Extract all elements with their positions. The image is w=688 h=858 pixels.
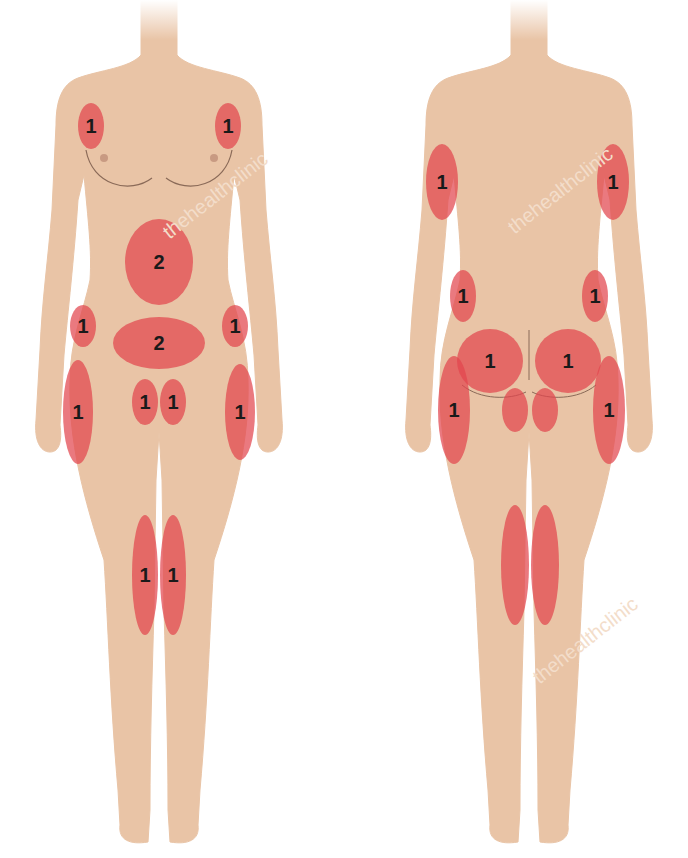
fat-zone: 1: [160, 515, 186, 635]
callout-number: 1: [139, 565, 150, 585]
callout-number: 2: [153, 333, 164, 353]
callout-number: 1: [77, 316, 88, 336]
callout-number: 1: [167, 565, 178, 585]
front-figure: [36, 0, 283, 843]
callout-number: 1: [85, 116, 96, 136]
callout-number: 1: [589, 286, 600, 306]
callout-number: 1: [484, 351, 495, 371]
fat-zone: 2: [113, 317, 205, 369]
callout-number: 1: [457, 286, 468, 306]
fat-zone: 1: [582, 270, 608, 322]
fat-zone: 1: [222, 305, 248, 347]
fat-zone: 1: [215, 103, 241, 149]
back-figure: [406, 0, 653, 843]
callout-number: 1: [603, 400, 614, 420]
callout-number: 2: [153, 252, 164, 272]
callout-number: 1: [448, 400, 459, 420]
fat-zone: 1: [160, 379, 186, 425]
callout-number: 1: [229, 316, 240, 336]
callout-number: 1: [436, 172, 447, 192]
fat-zone: 1: [450, 270, 476, 322]
fat-zone: 1: [63, 360, 93, 464]
callout-number: 1: [234, 402, 245, 422]
fat-zone: 1: [225, 364, 255, 460]
fat-zone: 1: [438, 356, 470, 464]
callout-number: 1: [607, 172, 618, 192]
callout-number: 1: [139, 392, 150, 412]
fat-zone: 1: [132, 379, 158, 425]
fat-zone: 1: [132, 515, 158, 635]
fat-zone: 1: [535, 329, 601, 393]
fat-zone: 1: [78, 103, 104, 149]
callout-number: 1: [167, 392, 178, 412]
fat-zone: 1: [593, 356, 625, 464]
callout-number: 1: [72, 402, 83, 422]
fat-zone: [501, 388, 559, 625]
fat-zone: 1: [70, 305, 96, 347]
fat-zone: 1: [426, 144, 458, 220]
callout-number: 1: [222, 116, 233, 136]
callout-number: 1: [562, 351, 573, 371]
